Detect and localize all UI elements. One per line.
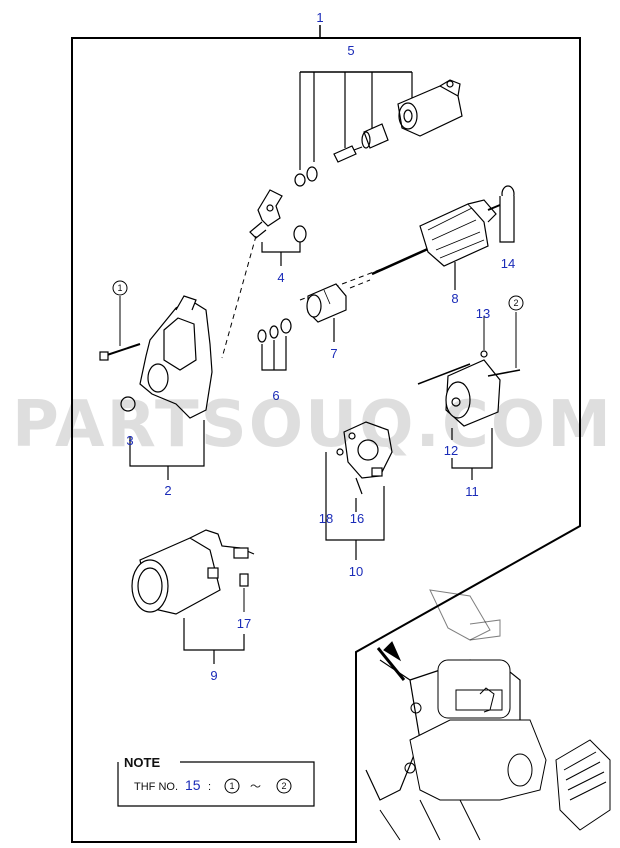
overrunning-clutch xyxy=(306,283,347,323)
stop-ring-set xyxy=(257,318,292,343)
callout-10: 10 xyxy=(349,564,363,579)
torque-ref-2-label: 2 xyxy=(513,298,518,308)
note-title: NOTE xyxy=(124,755,160,770)
note-from-marker xyxy=(224,778,240,794)
bracket-9 xyxy=(183,618,245,651)
return-spring xyxy=(333,145,363,163)
torque-ref-1-label: 1 xyxy=(117,283,122,293)
rear-cover xyxy=(417,350,521,427)
assembly-axis-dashed xyxy=(221,235,401,359)
callout-14: 14 xyxy=(501,256,515,271)
callout-18: 18 xyxy=(319,511,333,526)
callout-8: 8 xyxy=(451,291,458,306)
callout-1: 1 xyxy=(316,10,323,25)
solenoid-switch xyxy=(397,79,463,137)
assembly-frame xyxy=(71,37,581,843)
drive-lever xyxy=(249,189,307,243)
note-to-label: 2 xyxy=(281,781,286,791)
callout-13: 13 xyxy=(476,306,490,321)
callout-11: 11 xyxy=(465,484,479,499)
callout-7: 7 xyxy=(330,346,337,361)
solenoid-group xyxy=(294,71,463,187)
callout-12: 12 xyxy=(444,443,458,458)
callout-9: 9 xyxy=(210,668,217,683)
note-number: 15 xyxy=(185,777,201,793)
torque-ref-2-marker xyxy=(508,295,524,311)
yoke-assembly xyxy=(131,529,255,615)
callout-2: 2 xyxy=(164,483,171,498)
callout-16: 16 xyxy=(350,511,364,526)
bracket-2 xyxy=(129,420,205,467)
boot-seal xyxy=(294,166,318,187)
note-dash: 〜 xyxy=(250,781,261,793)
callout-6: 6 xyxy=(272,388,279,403)
callout-3: 3 xyxy=(126,433,133,448)
torque-ref-1-marker xyxy=(112,280,128,296)
callout-5: 5 xyxy=(347,43,354,58)
callout-4: 4 xyxy=(277,270,284,285)
installed-view xyxy=(365,589,611,841)
note-colon: : xyxy=(208,781,211,793)
watermark: PARTSOUQ.COM xyxy=(12,388,613,462)
bracket-4 xyxy=(261,242,301,253)
note-box: NOTE THF NO. 15 : 1 〜 2 xyxy=(117,755,315,807)
front-housing xyxy=(99,295,213,419)
callout-17: 17 xyxy=(237,616,251,631)
brush-holder xyxy=(336,421,393,495)
armature xyxy=(371,199,501,276)
bracket-6 xyxy=(261,336,287,371)
plunger xyxy=(361,123,389,149)
bracket-10 xyxy=(325,452,385,541)
note-label: THF NO. xyxy=(134,781,178,793)
note-to-marker xyxy=(276,778,292,794)
note-from-label: 1 xyxy=(229,781,234,791)
armature-bearing xyxy=(499,185,515,243)
